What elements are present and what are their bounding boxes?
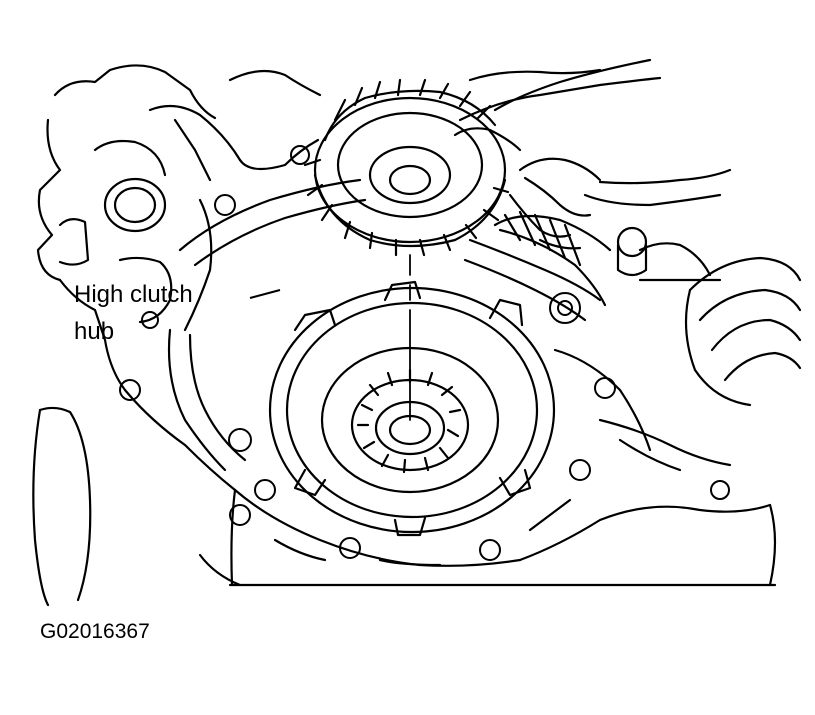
callout-label-line2: hub [74,318,115,345]
technician-hands [453,58,732,250]
gear-shaft-right [493,210,648,307]
callout-label-line1: High clutch [74,281,193,308]
right-case-bore [638,242,802,407]
clutch-drum-installed [268,280,556,537]
high-clutch-hub-part [303,78,510,257]
figure-reference-code: G02016367 [40,620,150,643]
case-flange-ribs [167,178,732,567]
flange-bolt-holes [119,145,730,561]
transmission-case-outline [32,64,777,607]
